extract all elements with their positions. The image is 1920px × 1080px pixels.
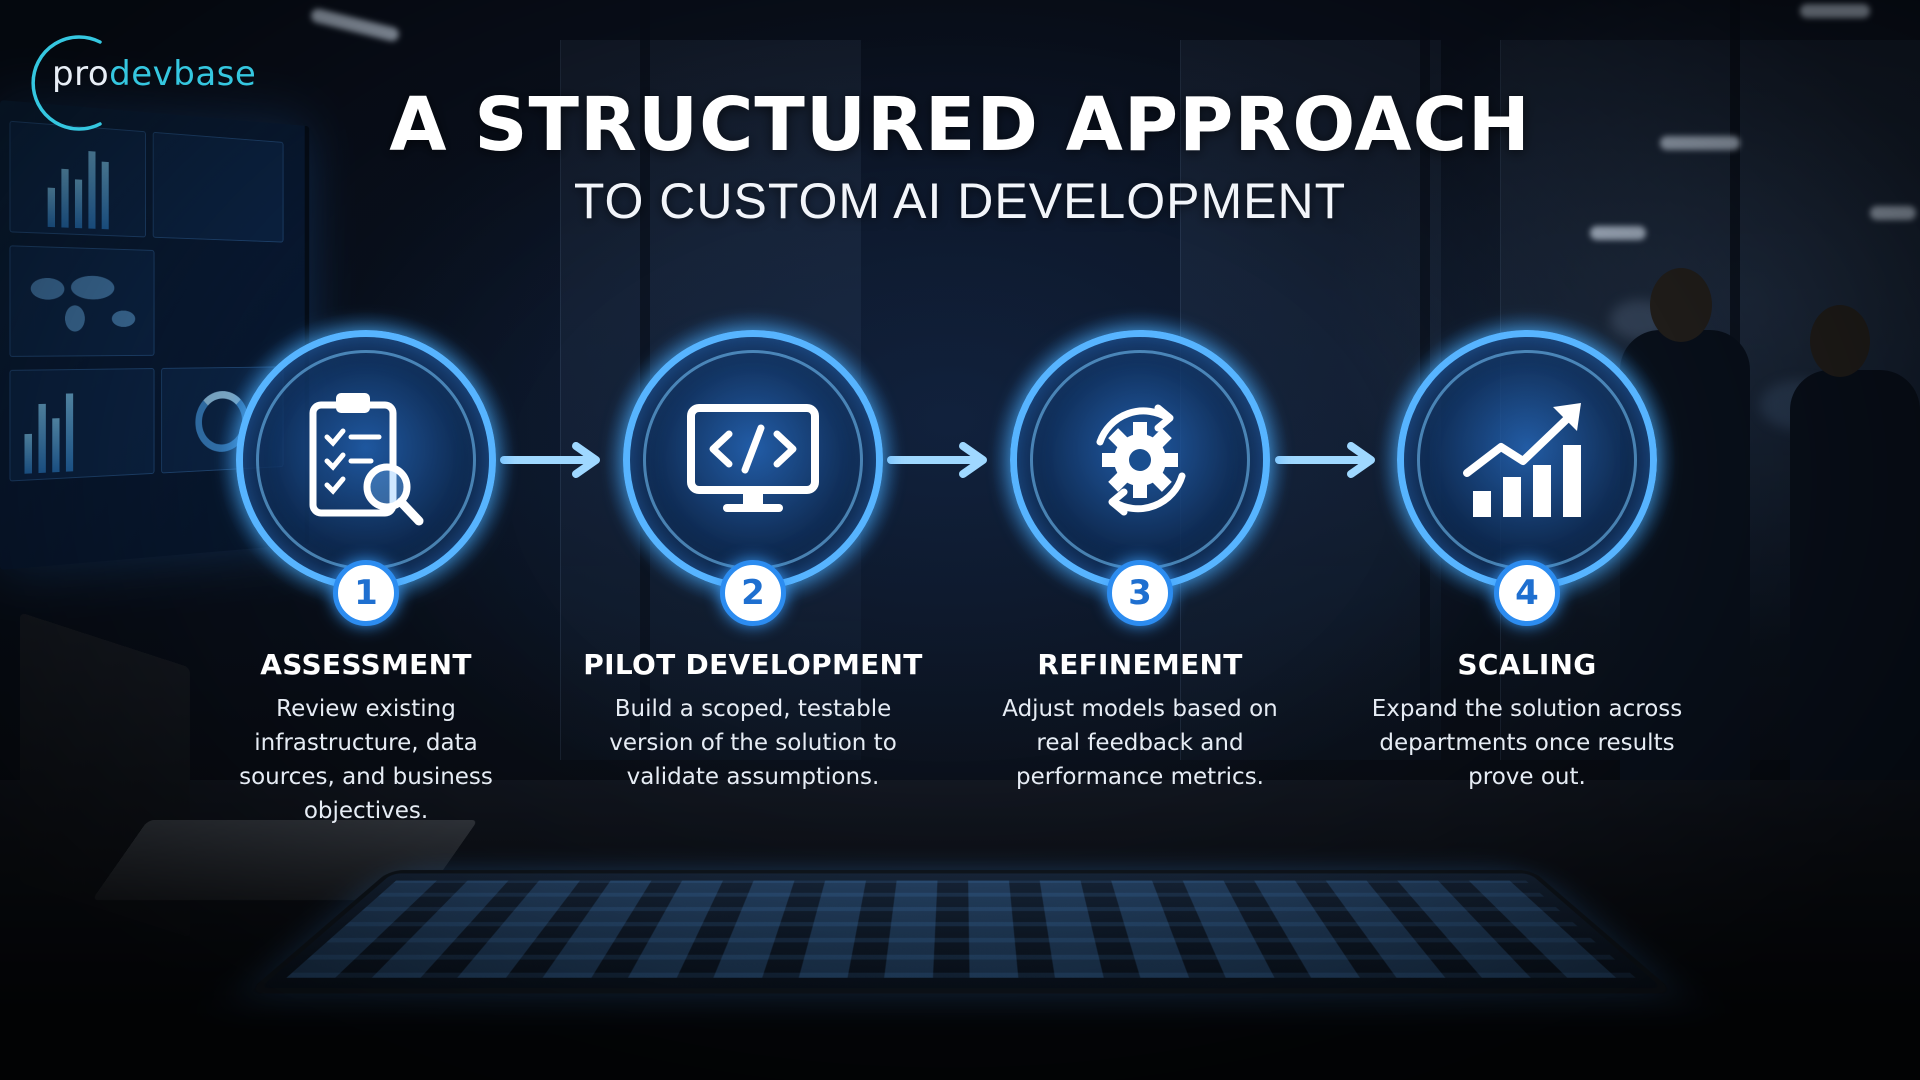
- step-title: SCALING: [1457, 648, 1597, 681]
- gear-cycle-icon: [1096, 404, 1186, 516]
- step-ring: 4: [1379, 312, 1675, 626]
- arrow-right-icon: [500, 442, 600, 478]
- step-title: ASSESSMENT: [260, 648, 472, 681]
- step-ring: 3: [992, 312, 1288, 626]
- step-number-badge: 2: [720, 560, 786, 626]
- clipboard-search-icon: [309, 393, 424, 526]
- logo-wordmark-devbase: devbase: [109, 54, 257, 94]
- brand-logo: prodevbase: [30, 32, 270, 132]
- step-ring: 2: [605, 312, 901, 626]
- step-description: Build a scoped, testable version of the …: [609, 696, 897, 790]
- logo-arc-icon: [31, 35, 102, 131]
- step-description: Review existing infrastructure, data sou…: [239, 696, 493, 824]
- step-title: PILOT DEVELOPMENT: [583, 648, 923, 681]
- step-ring: 1: [218, 312, 514, 626]
- arrow-right-icon: [1275, 442, 1375, 478]
- arrow-right-icon: [887, 442, 987, 478]
- growth-chart-icon: [1463, 403, 1581, 517]
- step-number-badge: 4: [1494, 560, 1560, 626]
- step-number-badge: 1: [333, 560, 399, 626]
- step-description: Adjust models based on real feedback and…: [1002, 696, 1278, 790]
- page-title: A STRUCTURED APPROACH: [389, 82, 1531, 168]
- step-number-badge: 3: [1107, 560, 1173, 626]
- code-monitor-icon: [687, 404, 819, 512]
- logo-wordmark-pro: pro: [52, 54, 110, 94]
- step-title: REFINEMENT: [1037, 648, 1243, 681]
- step-description: Expand the solution across departments o…: [1371, 696, 1683, 790]
- logo-wordmark: prodevbase: [52, 54, 256, 94]
- page-subtitle: TO CUSTOM AI DEVELOPMENT: [573, 173, 1347, 229]
